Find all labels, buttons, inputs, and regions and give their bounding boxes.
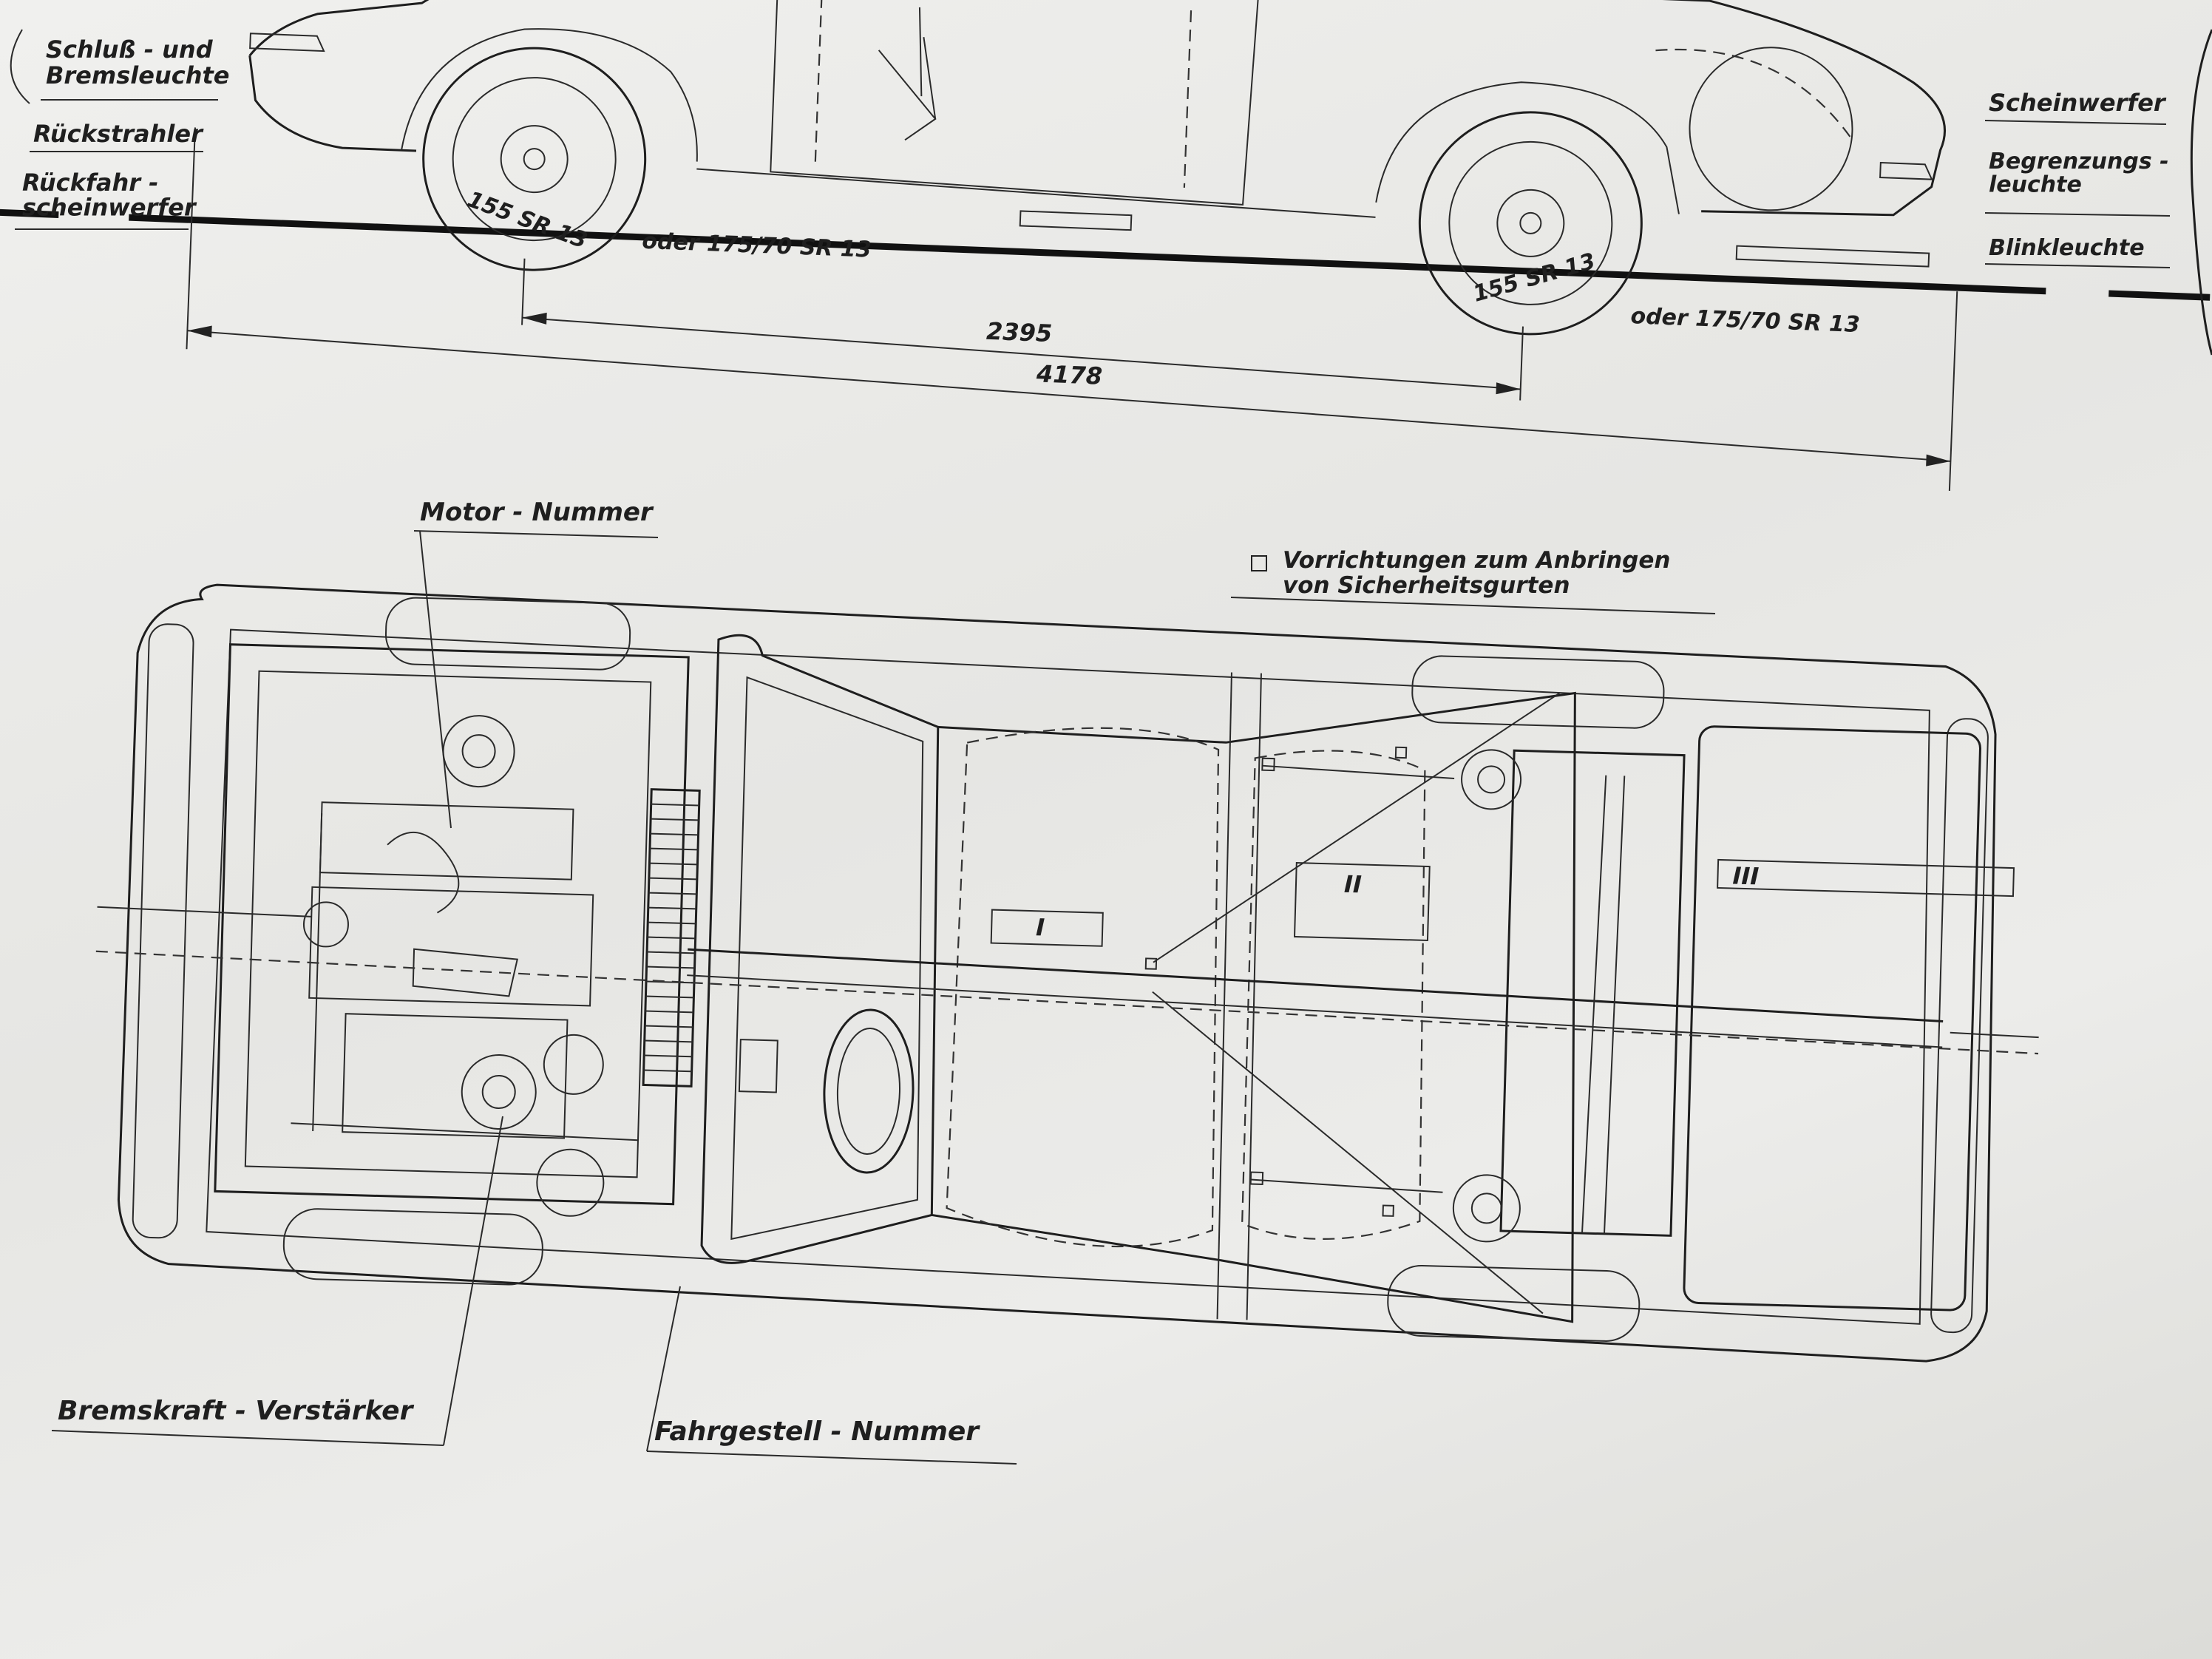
steering-wheel [823, 1008, 915, 1174]
top-view: I II III [95, 583, 2039, 1363]
front-bumper [1930, 718, 1989, 1334]
pedal [738, 1039, 778, 1093]
engine-bay [214, 643, 690, 1217]
reversing-light-label-line-2: scheinwerfer [22, 194, 197, 222]
tail-light-label-line-2: Bremsleuchte [46, 61, 229, 89]
wheelbase-dimension: 2395 [985, 317, 1052, 347]
zone-mark-2: II [1344, 870, 1363, 899]
front-tire-alt: oder 175/70 SR 13 [1630, 303, 1860, 338]
front-right-tire [1387, 1264, 1641, 1342]
front-axle [1452, 725, 1981, 1312]
side-right-labels: Scheinwerfer Begrenzungs -leuchte Blinkl… [1984, 29, 2212, 356]
belt-mount-label-line: Vorrichtungen zum Anbringen [1283, 547, 1670, 574]
reflector-label: Rückstrahler [33, 120, 204, 148]
side-marker-label-line-2: leuchte [1989, 172, 2082, 198]
side-marker-label: Begrenzungs -leuchte [1989, 149, 2169, 198]
radiator-grille [642, 788, 701, 1088]
belt-mount-label-line-2: von Sicherheitsgurten [1283, 572, 1570, 599]
indicator-label: Blinkleuchte [1989, 235, 2145, 261]
rear-tire-size: 155 SR 13 [464, 186, 591, 254]
headlight-label: Scheinwerfer [1989, 89, 2167, 117]
zone-mark-1: I [1036, 913, 1045, 941]
spare-wheel [1689, 47, 1853, 211]
engine-number-label: Motor - Nummer [420, 498, 654, 527]
reversing-light-label: Rückfahr -scheinwerfer [22, 169, 197, 222]
front-wheel [1418, 111, 1643, 336]
tail-light-label-line: Schluß - und [46, 35, 214, 64]
centerline [95, 950, 2039, 1055]
overall-length-dimension: 4178 [1035, 359, 1102, 390]
brake-booster-label: Bremskraft - Verstärker [58, 1396, 415, 1426]
rear-bumper [132, 623, 194, 1239]
belt-mount-lines [1144, 692, 1561, 1314]
side-left-labels: Schluß - und Bremsleuchte Rückstrahler R… [10, 29, 229, 230]
rear-tire-alt: oder 175/70 SR 13 [642, 228, 872, 263]
drivetrain [97, 858, 2039, 1048]
zone-mark-3: III [1732, 862, 1760, 891]
front-tire-size: 155 SR 13 [1470, 248, 1598, 308]
tail-light-label: Schluß - und Bremsleuchte [46, 35, 229, 89]
rear-right-tire [282, 1208, 543, 1286]
chassis-number-label: Fahrgestell - Nummer [654, 1417, 980, 1447]
ground-line-right [2108, 290, 2211, 301]
front-left-tire [1411, 655, 1665, 729]
cabin [700, 634, 1576, 1323]
rear-wheel [422, 47, 647, 271]
side-marker-label-line-1: Begrenzungs - [1989, 149, 2169, 174]
belt-mount-label: Vorrichtungen zum Anbringen von Sicherhe… [1283, 547, 1678, 599]
reversing-light-label-line-1: Rückfahr - [22, 169, 158, 197]
ground-line [0, 208, 59, 218]
top-car-outline [117, 583, 1997, 1363]
dimension-lines [186, 127, 1958, 491]
side-car-body [248, 0, 1947, 268]
side-view: 155 SR 13 oder 175/70 SR 13 155 SR 13 od… [0, 0, 2211, 491]
rear-left-tire [384, 597, 631, 671]
top-view-labels: Motor - Nummer Vorrichtungen zum Anbring… [51, 498, 1716, 1465]
